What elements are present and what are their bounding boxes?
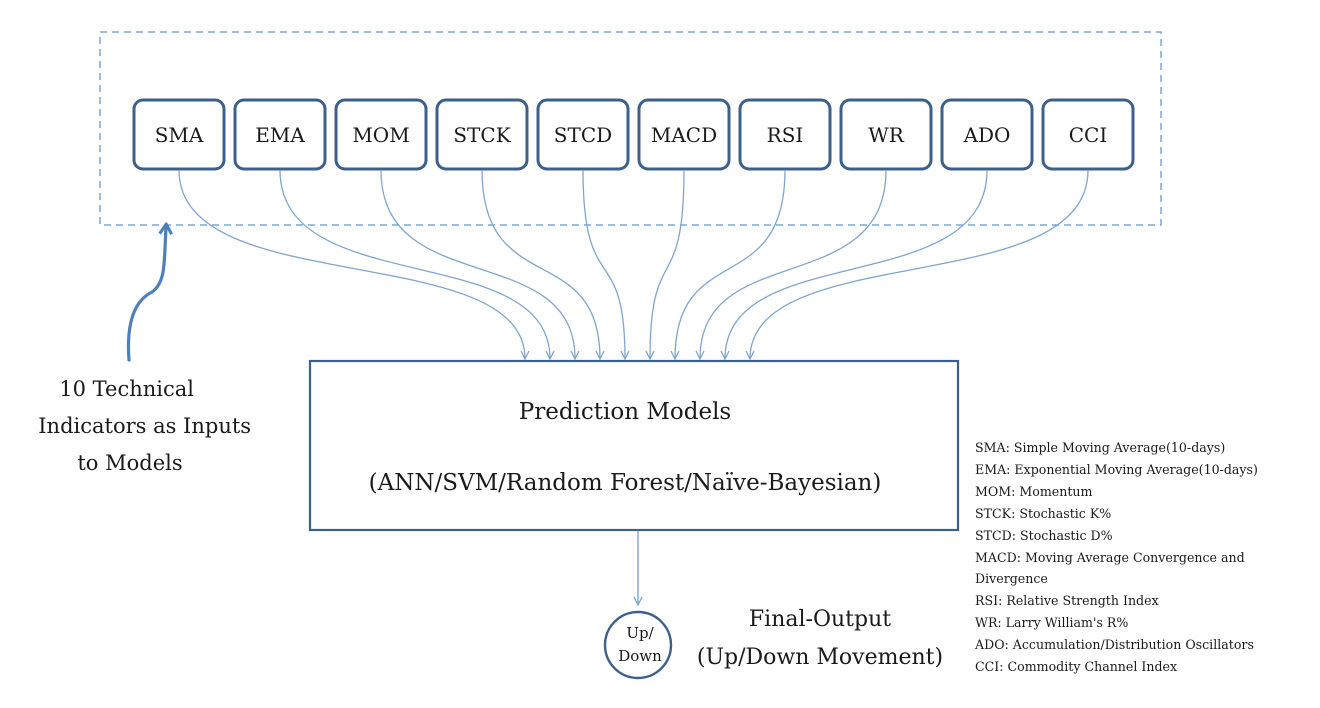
legend-item: ADO: Accumulation/Distribution Oscillato… [975,637,1254,653]
caption-line: Indicators as Inputs [38,414,251,438]
indicator-box-frame [637,98,731,171]
connector-lines [178,169,1089,359]
legend-item: WR: Larry William's R% [975,615,1129,631]
connector-sma [178,169,525,359]
indicator-row: SMA EMA MOM STCK STCD MACD RSI WR ADO CCI [132,98,1135,171]
indicator-box-frame [738,98,832,171]
connector-stcd [582,169,625,359]
connector-wr [700,169,887,359]
indicator-label: STCK [453,123,511,147]
indicator-label: MOM [352,123,409,147]
prediction-models-box [308,359,960,532]
connector-macd [650,169,685,359]
connector-mom [380,169,575,359]
connector-stck [481,169,600,359]
connector-ado [725,169,988,359]
caption-line: to Models [77,451,182,475]
indicator-box-ema: EMA [233,98,327,171]
legend-item: STCK: Stochastic K% [975,505,1112,521]
indicator-box-frame [435,98,529,171]
indicator-box-rsi: RSI [738,98,832,171]
indicator-label: EMA [255,123,305,147]
indicator-box-wr: WR [839,98,933,171]
indicator-box-frame [536,98,630,171]
indicator-box-macd: MACD [637,98,731,171]
indicator-label: WR [868,123,905,147]
connector-ema [279,169,550,359]
final-output-subtitle: (Up/Down Movement) [697,645,943,670]
abbreviation-legend: SMA: Simple Moving Average(10-days) EMA:… [975,437,1310,678]
legend-item: SMA: Simple Moving Average(10-days) [975,440,1226,455]
indicator-label: CCI [1069,123,1108,147]
up-down-node-line1: Up/ [626,624,654,642]
legend-item: CCI: Commodity Channel Index [975,659,1178,675]
caption-line: 10 Technical [59,377,194,401]
indicator-box-frame [334,98,428,171]
indicator-box-mom: MOM [334,98,428,171]
legend-item: MACD: Moving Average Convergence and Div… [975,549,1245,587]
indicator-box-cci: CCI [1041,98,1135,171]
indicator-box-sma: SMA [132,98,226,171]
indicator-label: STCD [554,123,612,147]
indicator-box-stcd: STCD [536,98,630,171]
connector-cci [750,169,1089,359]
indicator-label: RSI [767,123,804,147]
prediction-models-title: Prediction Models [519,399,732,425]
legend-item: RSI: Relative Strength Index [975,593,1159,609]
connector-rsi [675,169,786,359]
legend-item: MOM: Momentum [975,483,1093,499]
indicator-group-frame [99,31,1162,226]
prediction-models-subtitle: (ANN/SVM/Random Forest/Naïve-Bayesian) [369,470,882,496]
indicator-box-frame [839,98,933,171]
legend-item: STCD: Stochastic D% [975,527,1113,543]
indicator-box-ado: ADO [940,98,1034,171]
indicator-box-frame [1041,98,1135,171]
indicator-box-frame [132,98,226,171]
indicator-label: ADO [963,123,1011,147]
final-output-title: Final-Output [749,607,891,632]
callout-arrow [126,222,173,362]
indicator-box-stck: STCK [435,98,529,171]
indicator-label: MACD [651,123,717,147]
indicator-box-frame [233,98,327,171]
indicator-label: SMA [155,123,204,147]
up-down-node-line2: Down [618,647,662,665]
indicator-box-frame [940,98,1034,171]
indicator-caption: 10 Technical Indicators as Inputs to Mod… [38,377,258,475]
up-down-node [603,610,673,680]
legend-item: EMA: Exponential Moving Average(10-days) [975,461,1258,477]
